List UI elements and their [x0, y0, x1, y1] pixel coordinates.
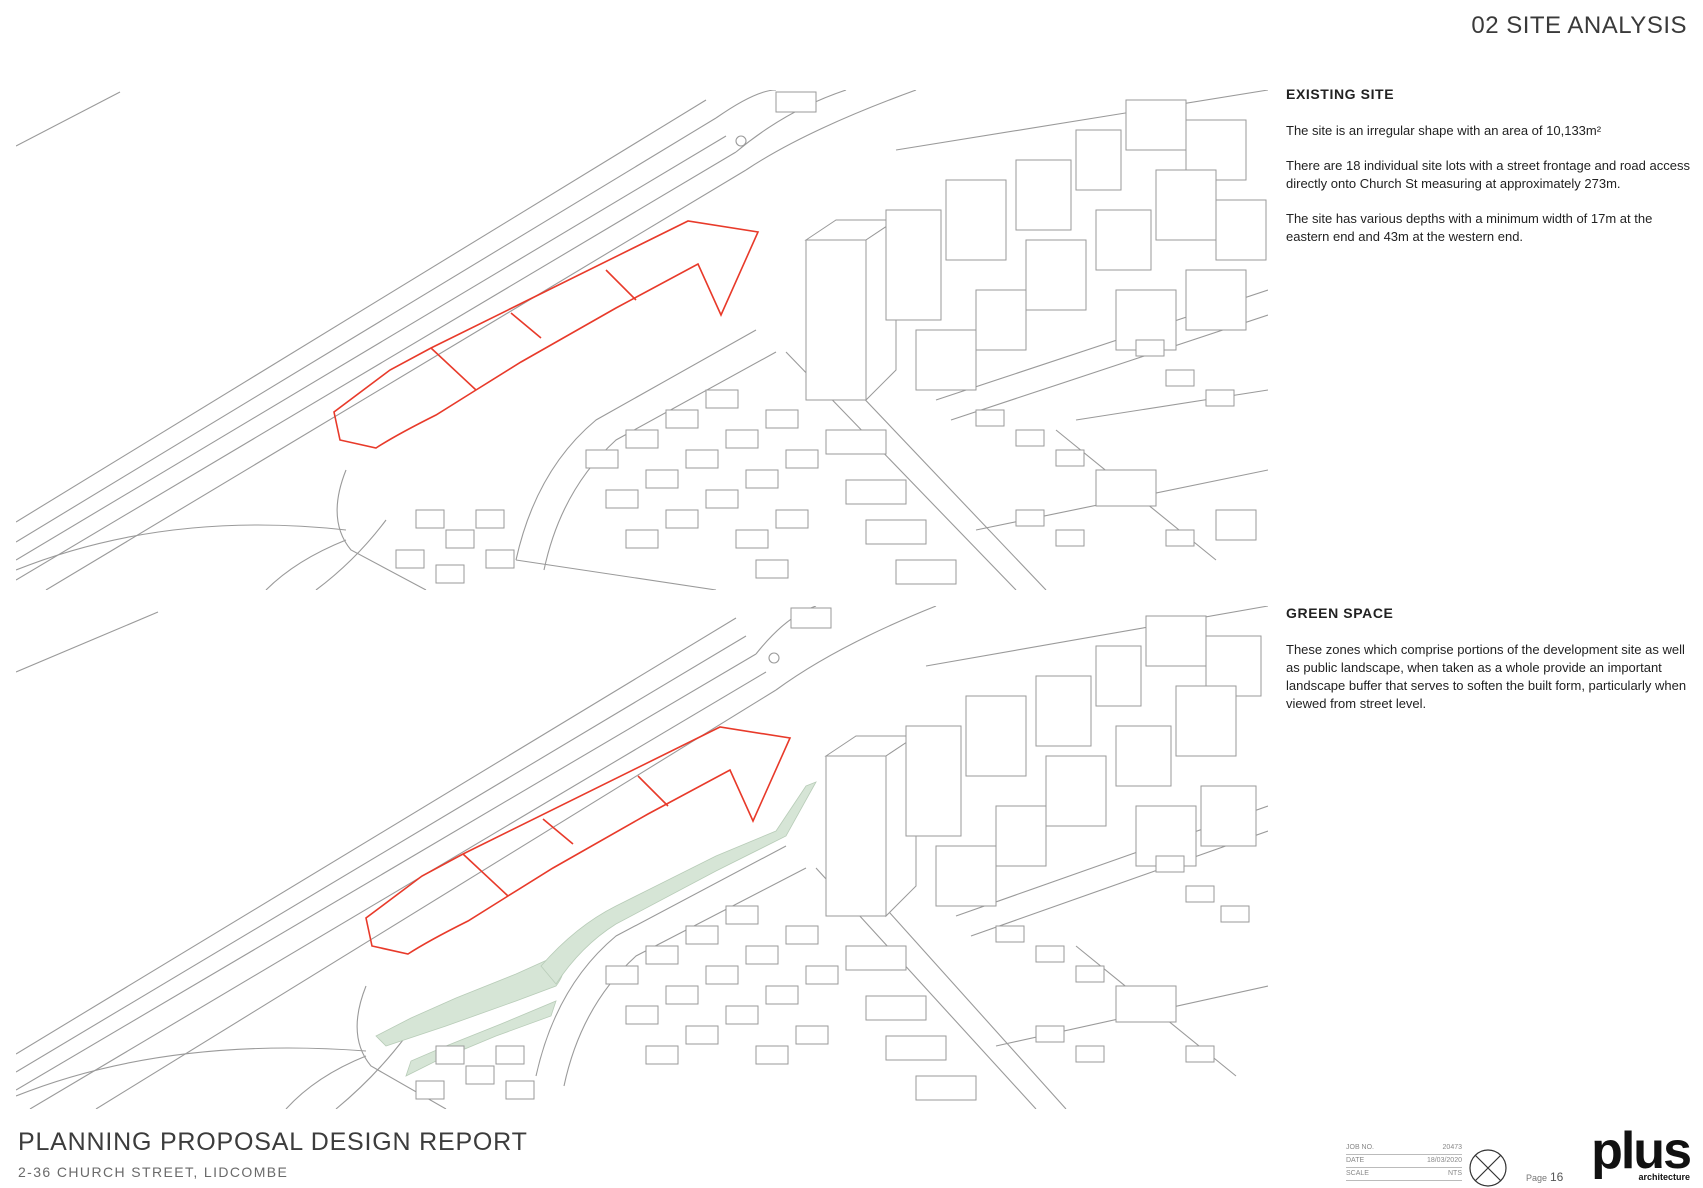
section-header: 02 SITE ANALYSIS	[1471, 12, 1687, 39]
green-space-text: GREEN SPACE These zones which comprise p…	[1286, 605, 1696, 730]
existing-site-paragraph-3: The site has various depths with a minim…	[1286, 211, 1653, 244]
meta-label: DATE	[1346, 1154, 1398, 1168]
existing-site-title: EXISTING SITE	[1286, 86, 1395, 102]
existing-site-paragraph-1: The site is an irregular shape with an a…	[1286, 123, 1602, 138]
report-title: PLANNING PROPOSAL DESIGN REPORT	[18, 1128, 528, 1156]
north-arrow-icon	[1469, 1149, 1507, 1187]
document-meta-table: JOB NO. 20473 DATE 18/03/2020 SCALE NTS	[1346, 1142, 1462, 1181]
site-boundary	[365, 726, 792, 955]
meta-value: 18/03/2020	[1397, 1154, 1462, 1168]
building-blocks	[395, 91, 1267, 585]
green-space-title: GREEN SPACE	[1286, 605, 1394, 621]
existing-site-map	[16, 90, 1268, 590]
page-number: 16	[1550, 1170, 1564, 1184]
road-linework	[16, 90, 1268, 590]
plus-architecture-logo: plus architecture	[1580, 1122, 1692, 1182]
green-space-map	[16, 606, 1268, 1109]
meta-label: SCALE	[1346, 1167, 1398, 1181]
meta-label: JOB NO.	[1346, 1142, 1398, 1155]
meta-row-job: JOB NO. 20473	[1346, 1142, 1462, 1155]
meta-value: 20473	[1397, 1142, 1462, 1155]
site-boundary	[333, 220, 760, 449]
meta-value: NTS	[1397, 1167, 1462, 1181]
road-linework	[16, 606, 1268, 1109]
meta-row-date: DATE 18/03/2020	[1346, 1154, 1462, 1168]
page-label: Page	[1526, 1173, 1548, 1183]
green-space-paragraph-1: These zones which comprise portions of t…	[1286, 642, 1687, 711]
meta-row-scale: SCALE NTS	[1346, 1167, 1462, 1181]
logo-wordmark: plus	[1591, 1122, 1692, 1180]
logo-subtitle: architecture	[1638, 1172, 1690, 1182]
report-address: 2-36 CHURCH STREET, LIDCOMBE	[18, 1164, 289, 1180]
green-space-areas	[375, 781, 817, 1077]
existing-site-paragraph-2: There are 18 individual site lots with a…	[1286, 158, 1690, 191]
existing-site-text: EXISTING SITE The site is an irregular s…	[1286, 86, 1696, 263]
building-blocks	[415, 607, 1262, 1101]
